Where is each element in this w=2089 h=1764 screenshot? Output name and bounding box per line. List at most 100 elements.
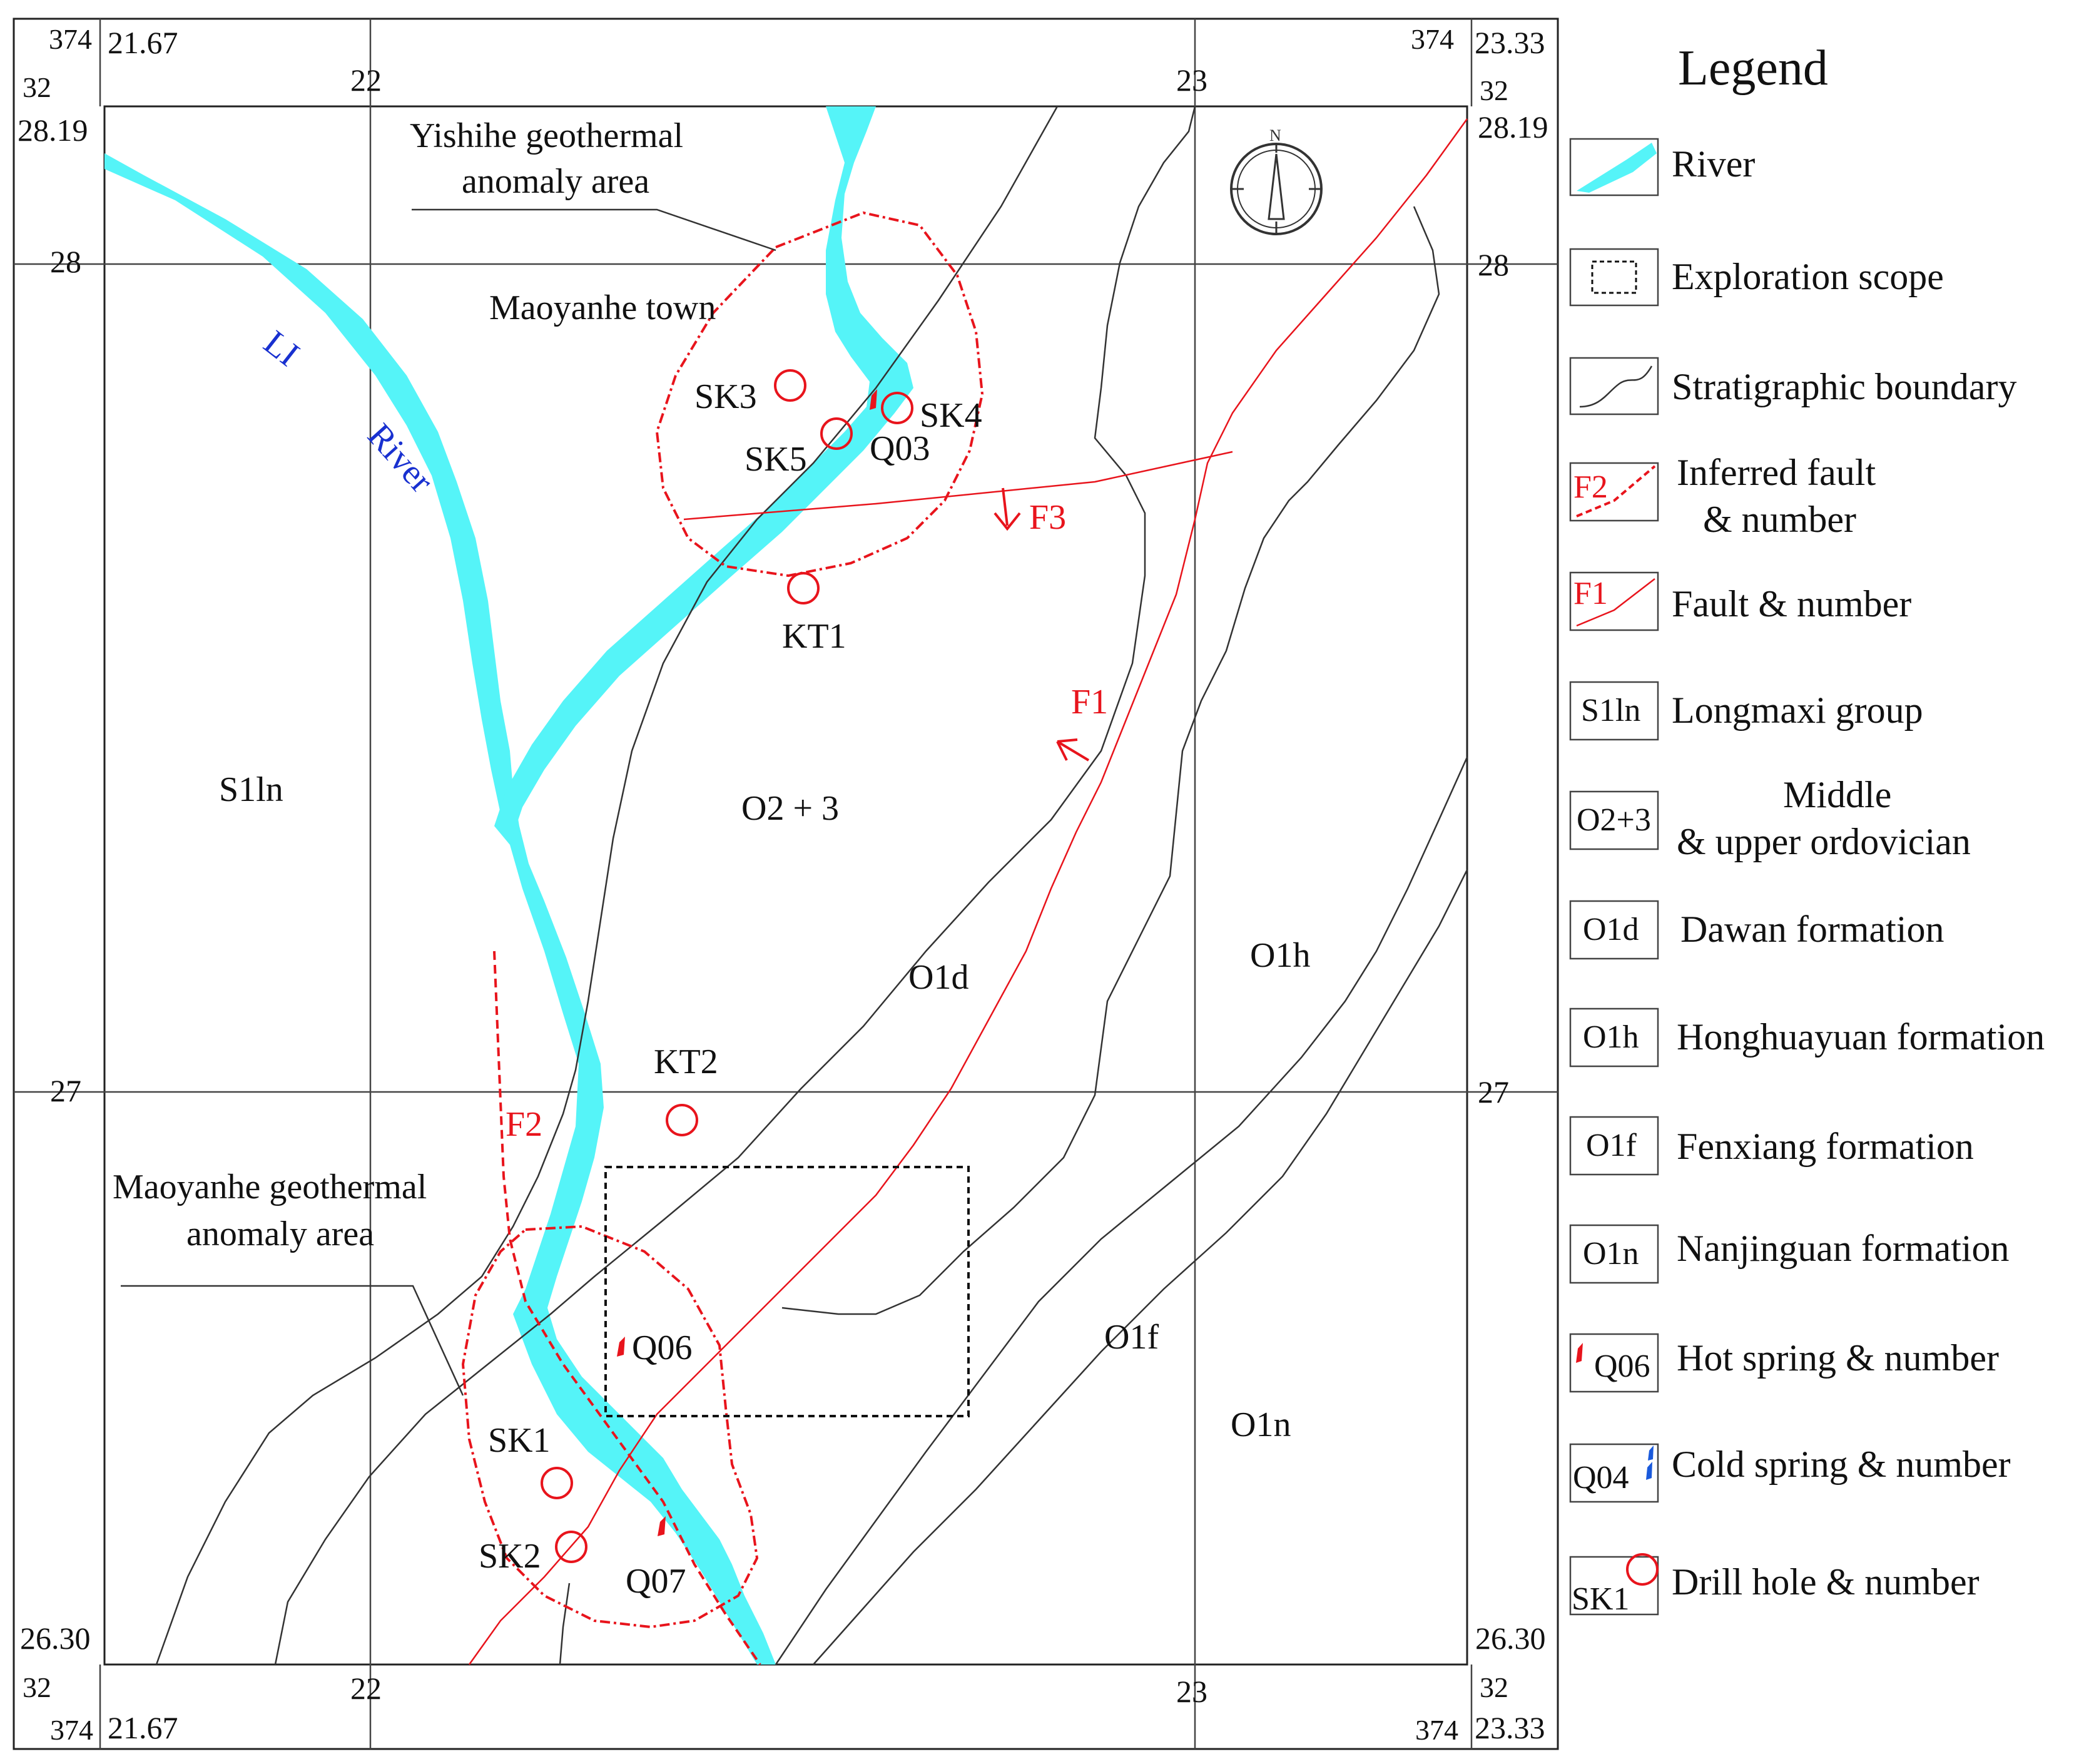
maoyanhe-label-2: anomaly area [186,1215,374,1253]
fault-f3-line [683,451,1233,521]
hot-spring-q07-icon [658,1516,666,1536]
drill-hole-kt1 [787,572,820,604]
unit-o1f-label: O1f [1104,1318,1159,1357]
grid-left-27: 27 [50,1073,81,1108]
anomaly-areas [461,211,984,1629]
boundary-s1ln-o23 [155,106,1059,1665]
hot-spring-q06-icon [617,1337,625,1357]
corner-bl-northing: 21.67 [108,1710,178,1745]
legend-item-cold: Q04 Cold spring & number [1569,1443,2011,1503]
drill-hole-sk3 [774,369,806,402]
drill-holes [541,369,913,1563]
boundary-swatch-icon [1579,365,1653,408]
grid-right-2630: 26.30 [1475,1621,1546,1656]
corner-bl-sub: 32 [23,1671,51,1703]
compass-letter: N [1269,126,1281,145]
grid-left-2630: 26.30 [20,1621,91,1656]
legend-item-o1h: O1h Honghuayuan formation [1569,1007,2045,1068]
grid-bottom-23: 23 [1176,1674,1207,1709]
kt1-label: KT1 [782,617,846,656]
legend-item-hot: Q06 Hot spring & number [1569,1333,1999,1393]
legend-label-o1n: Nanjinguan formation [1677,1228,2010,1269]
legend-code-o23: O2+3 [1577,802,1651,838]
sk3-label: SK3 [694,377,757,416]
yishihe-leader [412,208,776,252]
q07-label: Q07 [626,1562,686,1601]
legend-label-o1d: Dawan formation [1680,909,1944,950]
drill-hole-kt2 [666,1104,698,1136]
sk5-label: SK5 [745,440,807,479]
legend-item-strat: Stratigraphic boundary [1569,357,2017,416]
drill-hole-sk5 [820,417,853,450]
corner-tl-sub: 32 [23,71,51,103]
legend-item-o1f: O1f Fenxiang formation [1569,1116,1974,1176]
legend-item-inferred: F2 Inferred fault & number [1569,452,1876,540]
legend-title: Legend [1678,41,1828,96]
legend-code-s1ln: S1ln [1581,693,1640,728]
exploration-scope-box [604,1166,970,1417]
stratigraphic-boundaries [155,106,1468,1665]
li-label: LI [257,323,307,374]
corner-bl-easting: 374 [50,1714,93,1746]
boundary-o1h-o1f [775,757,1468,1665]
corner-br-sub: 32 [1480,1671,1508,1703]
grid-top-22: 22 [350,63,382,98]
legend-item-o23: O2+3 Middle & upper ordovician [1569,774,1971,862]
q03-label: Q03 [870,429,930,468]
yishihe-label-1: Yishihe geothermal [410,116,683,155]
legend-label-river: River [1672,143,1755,185]
unit-o1n-label: O1n [1231,1405,1291,1444]
sk1-label: SK1 [488,1421,551,1460]
grid-top-23: 23 [1176,63,1207,98]
maoyanhe-town-label: Maoyanhe town [489,288,716,327]
legend-item-o1n: O1n Nanjinguan formation [1569,1224,2010,1284]
yishihe-tributary [494,106,913,845]
legend-item-o1d: O1d Dawan formation [1569,900,1944,960]
corner-tr-northing: 23.33 [1475,25,1545,60]
maoyanhe-anomaly-outline [461,1225,759,1629]
north-compass-icon: N [1230,126,1323,235]
grid-left-28: 28 [50,244,81,279]
legend-code-cold: Q04 [1573,1460,1629,1496]
legend-label-o23-2: & upper ordovician [1677,821,1971,862]
legend-item-exploration: Exploration scope [1569,248,1944,307]
f1-arrow [1056,738,1090,762]
corner-tl-easting: 374 [49,23,92,55]
sk4-label: SK4 [920,396,982,435]
drill-hole-swatch-icon [1626,1553,1659,1586]
legend-label-fault: Fault & number [1672,583,1911,625]
f2-label: F2 [506,1105,542,1144]
fault-swatch-icon [1576,578,1655,627]
legend-label-exploration: Exploration scope [1672,256,1944,297]
corner-tl-northing: 21.67 [108,25,178,60]
cold-spring-swatch-icon [1646,1445,1654,1480]
grid-right-2819: 28.19 [1478,110,1548,145]
unit-o1h-label: O1h [1250,936,1310,975]
legend-code-o1f: O1f [1586,1128,1637,1163]
legend-label-strat: Stratigraphic boundary [1672,366,2017,407]
corner-tr-easting: 374 [1411,23,1454,55]
legend-label-o1f: Fenxiang formation [1677,1126,1974,1167]
legend-label-cold: Cold spring & number [1672,1444,2011,1485]
unit-o23-label: O2 + 3 [741,789,839,828]
fault-labels: F3 F1 F2 [506,498,1108,1144]
map-labels: Yishihe geothermal anomaly area Maoyanhe… [113,116,1310,1444]
legend-label-drill: Drill hole & number [1672,1561,1980,1603]
legend-label-o1h: Honghuayuan formation [1677,1016,2045,1058]
yishihe-label-2: anomaly area [462,162,649,201]
maoyanhe-label-1: Maoyanhe geothermal [113,1168,427,1206]
river-swatch-icon [1577,143,1657,193]
legend-item-fault: F1 Fault & number [1569,571,1911,631]
f3-arrow [994,487,1021,531]
legend-label-hot: Hot spring & number [1677,1337,1999,1379]
fault-arrows [994,487,1090,762]
legend: Legend River Exploration scope Stratigra… [1569,41,2045,1617]
legend-label-inferred-2: & number [1703,499,1856,540]
coordinate-labels: 374 21.67 32 374 23.33 32 32 374 21.67 3… [18,23,1548,1746]
unit-o1d-label: O1d [908,958,968,997]
grid-bottom-22: 22 [350,1671,382,1706]
grid-left-2819: 28.19 [18,113,88,148]
legend-code-inferred: F2 [1573,469,1608,505]
boundary-o1f-o1n [813,869,1468,1665]
